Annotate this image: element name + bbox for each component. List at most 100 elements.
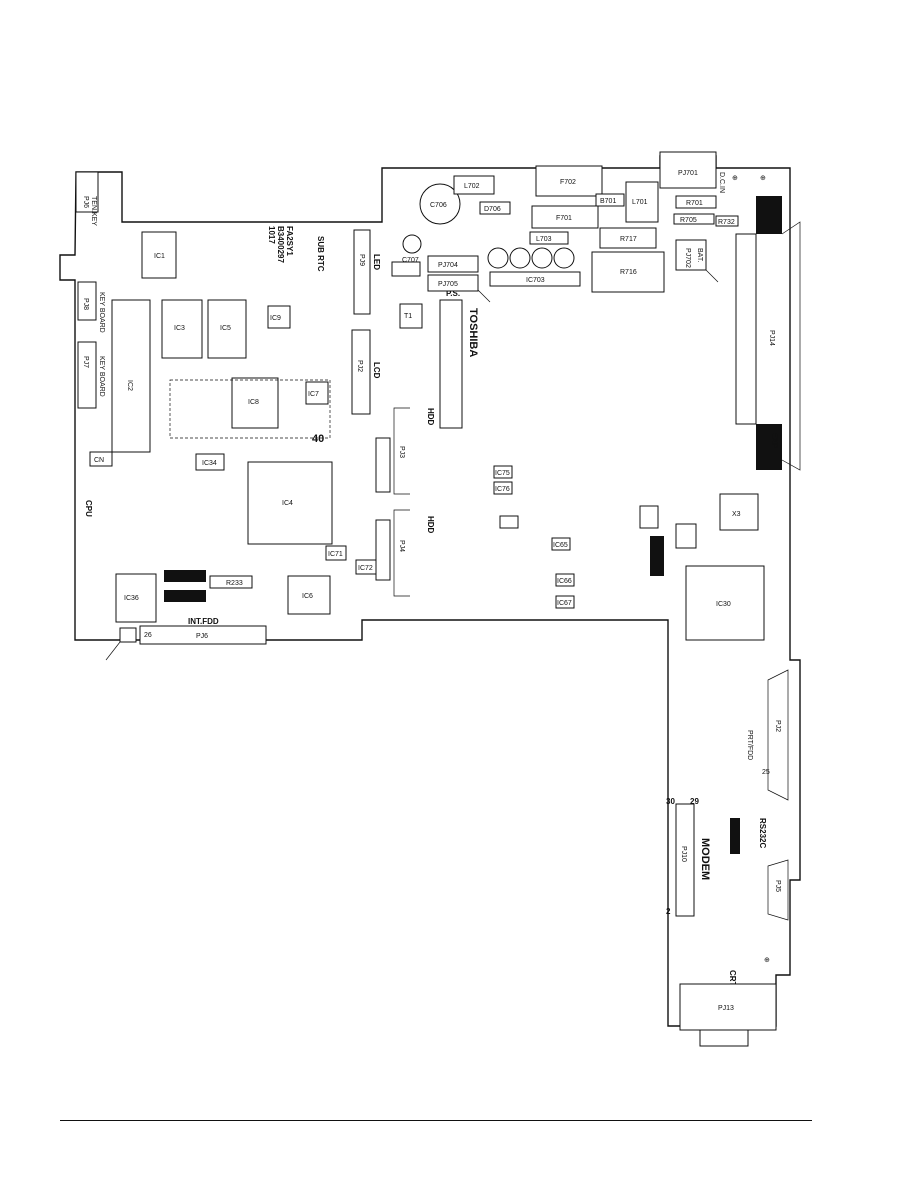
- b701-label: B701: [600, 198, 616, 205]
- ic7-label: IC7: [308, 391, 319, 398]
- c709-component: [391, 261, 421, 277]
- hdd-label-a: HDD: [426, 408, 435, 426]
- pj3-label: PJ3: [398, 446, 405, 458]
- ic9-chip: [267, 305, 291, 329]
- pj702-connector: [675, 239, 707, 271]
- pj14-label: PJ14: [768, 330, 775, 346]
- pj5-label: PJ5: [774, 880, 781, 892]
- l703-inductor: [529, 231, 569, 245]
- ic2-label: IC2: [126, 380, 133, 391]
- r701-label: R701: [686, 200, 703, 207]
- pj704-connector: [427, 255, 479, 273]
- ic4-cpu-chip: [247, 461, 333, 545]
- pj7-label: PJ7: [82, 356, 89, 368]
- x3-label: X3: [732, 511, 741, 518]
- board-outline: [59, 155, 801, 1027]
- ic60-chip: [639, 505, 659, 529]
- ic36-label: IC36: [124, 595, 139, 602]
- ic5-label: IC5: [220, 325, 231, 332]
- ic8-chip: [231, 377, 279, 429]
- pj5-body: [767, 859, 789, 921]
- cap-3: [531, 247, 553, 269]
- l702-label: L702: [464, 183, 480, 190]
- ic5-chip: [207, 299, 247, 359]
- pj701-label: PJ701: [678, 170, 698, 177]
- pj3-bracket: [393, 407, 410, 495]
- d706-label: D706: [484, 206, 501, 213]
- l702-inductor: [453, 175, 495, 195]
- t1-component: [399, 303, 423, 329]
- ic67-chip: [555, 595, 575, 609]
- ic1-label: IC1: [154, 253, 165, 260]
- r701-resistor: [675, 195, 717, 209]
- d706-diode: [479, 201, 511, 215]
- ic703-label: IC703: [526, 277, 545, 284]
- pj705-label: PJ705: [438, 281, 458, 288]
- ic34-label: IC34: [202, 460, 217, 467]
- pj4-label: PJ4: [398, 540, 405, 552]
- dc-in-label: D.C.IN: [718, 172, 725, 193]
- part-number-label: B3400297: [276, 226, 285, 263]
- ic2-chip: [111, 299, 151, 453]
- toshiba-label: TOSHIBA: [467, 308, 479, 357]
- c706-capacitor: [419, 183, 461, 225]
- f701-label: F701: [556, 215, 572, 222]
- r732-label: R732: [718, 219, 735, 226]
- dashed-region: [169, 379, 331, 439]
- pj9-connector: [353, 229, 371, 315]
- jumper-block-1: [164, 570, 206, 582]
- ic65-chip: [675, 523, 697, 549]
- hdd-label-b: HDD: [426, 516, 435, 534]
- t1-label: T1: [404, 313, 412, 320]
- cap-4: [553, 247, 575, 269]
- jumper-block-2: [164, 590, 206, 602]
- rev-label: 1017: [267, 226, 276, 244]
- pj6-top-connector: [75, 171, 99, 213]
- pj704-label: PJ704: [438, 262, 458, 269]
- keyboard-label-2: KEY BOARD: [98, 356, 105, 397]
- b701-component: [595, 193, 625, 207]
- pj4-connector: [375, 519, 391, 581]
- ic72-label: IC72: [358, 565, 373, 572]
- r233-component: [209, 575, 253, 589]
- f702-label: F702: [560, 179, 576, 186]
- pj6-fdd-label: PJ6: [196, 633, 208, 640]
- ic72-chip: [355, 559, 377, 575]
- cn-label: CN: [94, 457, 104, 464]
- ic75-chip: [493, 465, 513, 479]
- bat-label: BAT.: [696, 248, 703, 262]
- ic66-chip: [555, 573, 575, 587]
- cap-1: [487, 247, 509, 269]
- pj8-label: PJ8: [82, 298, 89, 310]
- r717-resistor: [599, 227, 657, 249]
- ic6-chip: [287, 575, 331, 615]
- rs232c-label: RS232C: [758, 818, 767, 848]
- num-2-label: 2: [666, 907, 671, 916]
- ic3-label: IC3: [174, 325, 185, 332]
- num-30-label: 30: [666, 797, 675, 806]
- num-26-label: 26: [144, 632, 152, 639]
- sub-rtc-label: SUB RTC: [316, 236, 325, 272]
- pj2-right-body: [767, 669, 789, 801]
- c707-label: C707: [402, 257, 419, 264]
- pj14-body: [781, 221, 801, 471]
- pointer-line-ps: [477, 289, 491, 303]
- ic71-label: IC71: [328, 551, 343, 558]
- rs232-jumper: [730, 818, 740, 854]
- ic65-label: IC65: [553, 542, 568, 549]
- pj9-label: PJ9: [358, 254, 365, 266]
- pj16-connector: [119, 627, 137, 643]
- l701-inductor: [625, 181, 659, 223]
- prt-fdd-label: PRT/FDD: [746, 730, 753, 760]
- ic75-label: IC75: [495, 470, 510, 477]
- r732-resistor: [715, 215, 739, 227]
- pj701-connector: [659, 151, 717, 189]
- cap-2: [509, 247, 531, 269]
- crosshair-3: ⊕: [764, 957, 770, 964]
- ic36-chip: [115, 573, 157, 623]
- pj2-lcd-connector: [351, 329, 371, 415]
- ten-key-label: TEN.KEY: [90, 196, 97, 226]
- pj2-lcd-label: PJ2: [356, 360, 363, 372]
- ic7-chip: [305, 381, 329, 405]
